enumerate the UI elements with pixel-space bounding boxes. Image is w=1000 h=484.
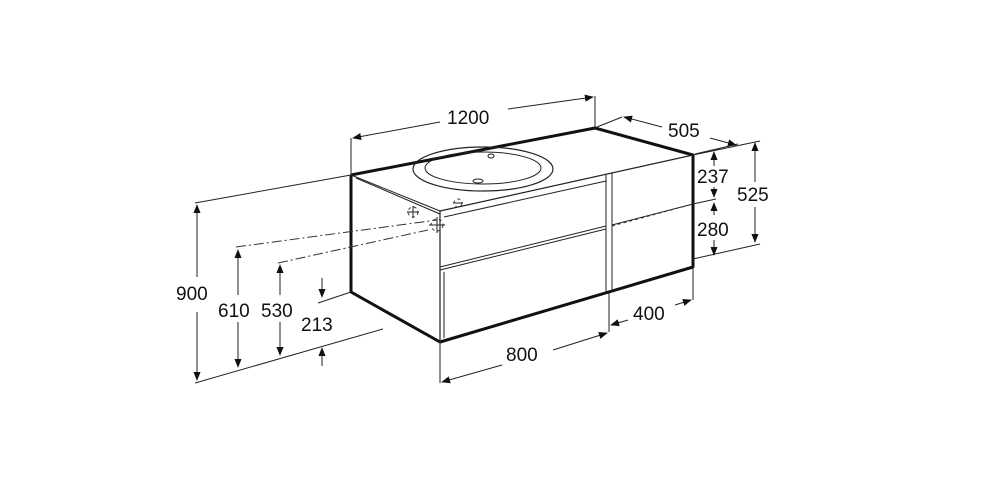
label-supply-height: 530 [261, 301, 293, 322]
label-height-total: 900 [176, 284, 208, 305]
dim-width-total: 1200 [350, 94, 596, 175]
dim-side-heights: 237 280 525 [692, 140, 769, 260]
dim-front-cabinet-width: 400 [610, 267, 694, 327]
label-front-cabinet-width: 400 [633, 304, 665, 325]
dim-height-total: 900 [176, 174, 384, 384]
label-side-height-bottom: 280 [697, 220, 729, 241]
label-side-height-total: 525 [737, 185, 769, 206]
label-side-height-top: 237 [697, 167, 729, 188]
label-depth: 505 [668, 121, 700, 142]
dim-supply-height: 530 [261, 264, 293, 356]
dim-front-drawers-width: 800 [439, 293, 610, 384]
label-front-drawers-width: 800 [506, 345, 538, 366]
center-lines [235, 203, 694, 264]
dim-plinth-height: 213 [301, 278, 352, 366]
basin [412, 146, 554, 192]
label-plinth-height: 213 [301, 315, 333, 336]
dim-drain-height: 610 [218, 249, 250, 368]
label-width-total: 1200 [447, 108, 489, 129]
label-drain-height: 610 [218, 301, 250, 322]
connection-symbols [407, 198, 463, 233]
dim-depth: 505 [596, 115, 739, 155]
